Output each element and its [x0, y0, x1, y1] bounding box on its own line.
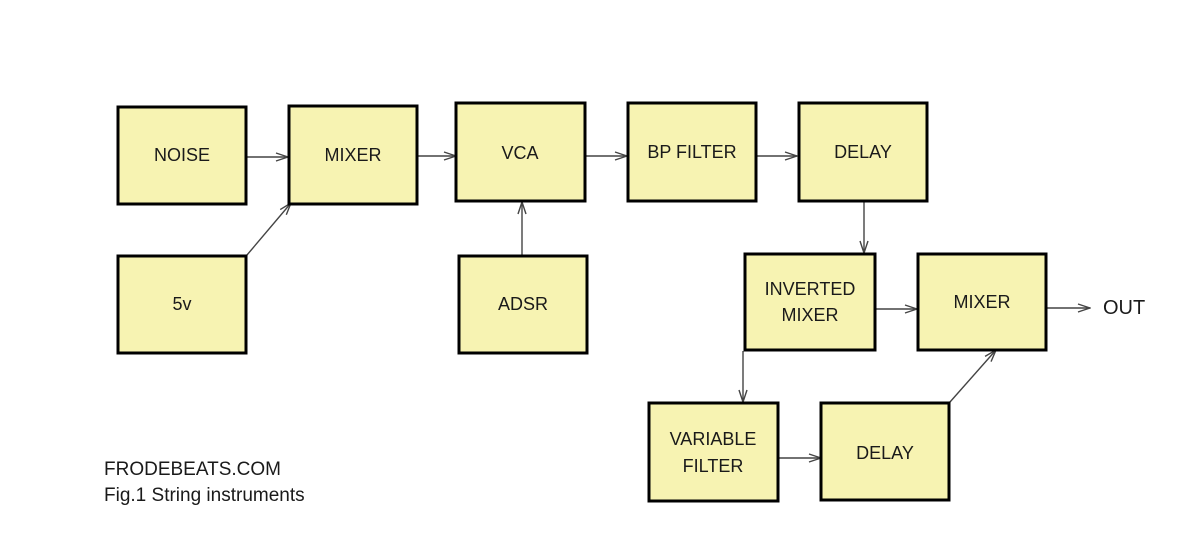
block-noise: NOISE: [116, 105, 248, 206]
block-inverted-mixer-label-line1: INVERTED: [765, 279, 856, 299]
block-delay-lower: DELAY: [819, 401, 951, 502]
block-5v: 5v: [116, 254, 248, 355]
block-mixer-output-label: MIXER: [953, 292, 1010, 312]
block-adsr-label: ADSR: [498, 294, 548, 314]
block-mixer-input-label: MIXER: [324, 145, 381, 165]
block-delay-lower-label: DELAY: [856, 443, 914, 463]
block-noise-label: NOISE: [154, 145, 210, 165]
block-5v-label: 5v: [172, 294, 191, 314]
connections: [246, 156, 1090, 458]
arrow-5v-to-mixer: [246, 203, 291, 256]
block-delay-upper-label: DELAY: [834, 142, 892, 162]
block-variable-filter: VARIABLE FILTER: [647, 401, 780, 503]
block-vca-label: VCA: [501, 143, 538, 163]
blocks: NOISE MIXER VCA BP FILTER DELAY 5v ADSR: [116, 101, 1048, 503]
block-variable-filter-label-line2: FILTER: [683, 456, 744, 476]
block-bp-filter: BP FILTER: [626, 101, 758, 203]
block-adsr: ADSR: [457, 254, 589, 355]
block-mixer-input: MIXER: [287, 104, 419, 206]
block-vca: VCA: [454, 101, 587, 203]
arrow-delay-to-mixer: [949, 350, 996, 403]
caption-site: FRODEBEATS.COM: [104, 459, 281, 480]
output-label: OUT: [1103, 297, 1145, 319]
block-bp-filter-label: BP FILTER: [647, 142, 736, 162]
block-delay-upper: DELAY: [797, 101, 929, 203]
block-variable-filter-label-line1: VARIABLE: [670, 429, 757, 449]
block-inverted-mixer-label-line2: MIXER: [781, 305, 838, 325]
caption-figure: Fig.1 String instruments: [104, 485, 305, 506]
block-inverted-mixer: INVERTED MIXER: [743, 252, 877, 352]
block-mixer-output: MIXER: [916, 252, 1048, 352]
